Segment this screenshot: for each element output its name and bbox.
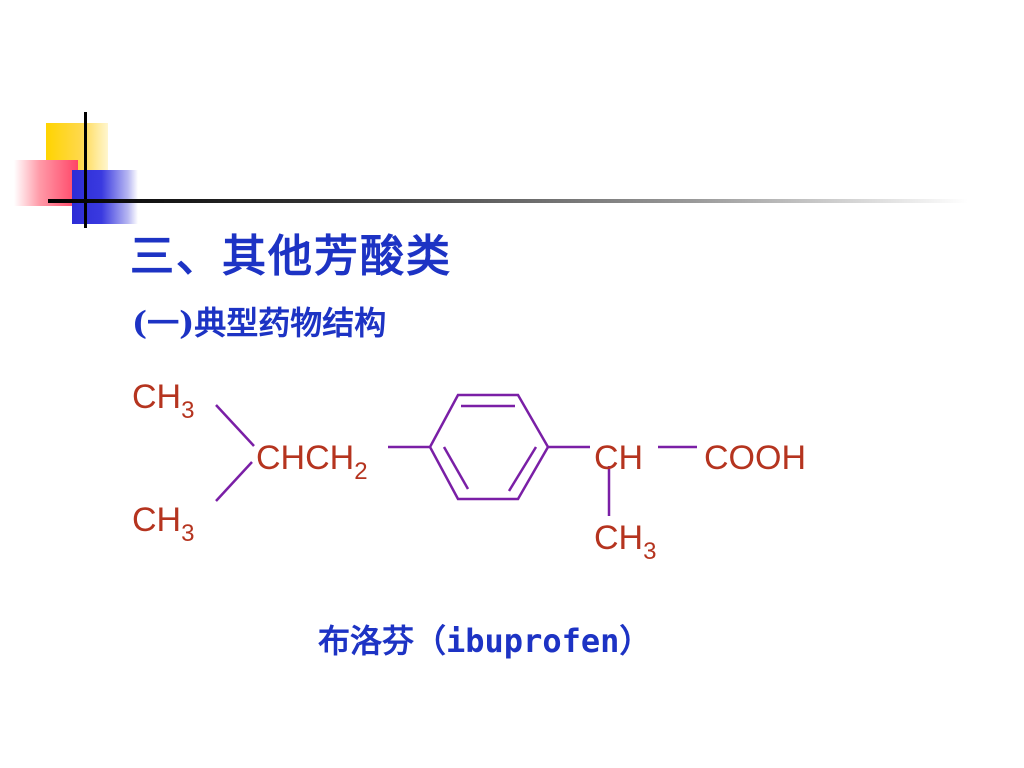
decor-vertical-line [84, 112, 87, 228]
drug-name-caption: 布洛芬（ibuprofen） [318, 622, 652, 660]
benzene-ring [428, 393, 550, 501]
label-ch: CH [594, 439, 643, 477]
bond-ch3-bottom [215, 461, 253, 502]
slide-title: 三、其他芳酸类 [130, 231, 452, 282]
decor-blue-square [72, 170, 138, 224]
ring-double-bond-right [507, 446, 538, 492]
label-chch2: CHCH2 [256, 439, 368, 485]
ring-double-bond-left [442, 446, 470, 490]
label-ch3-right: CH3 [594, 519, 656, 565]
decor-horizontal-rule [48, 199, 968, 203]
decor-red-square [14, 160, 78, 206]
label-ch3-bottom: CH3 [132, 501, 194, 547]
label-cooh: COOH [704, 439, 806, 477]
slide-subtitle: (一)典型药物结构 [132, 304, 387, 342]
bond-ch3-top [215, 404, 255, 447]
label-ch3-top: CH3 [132, 378, 194, 424]
